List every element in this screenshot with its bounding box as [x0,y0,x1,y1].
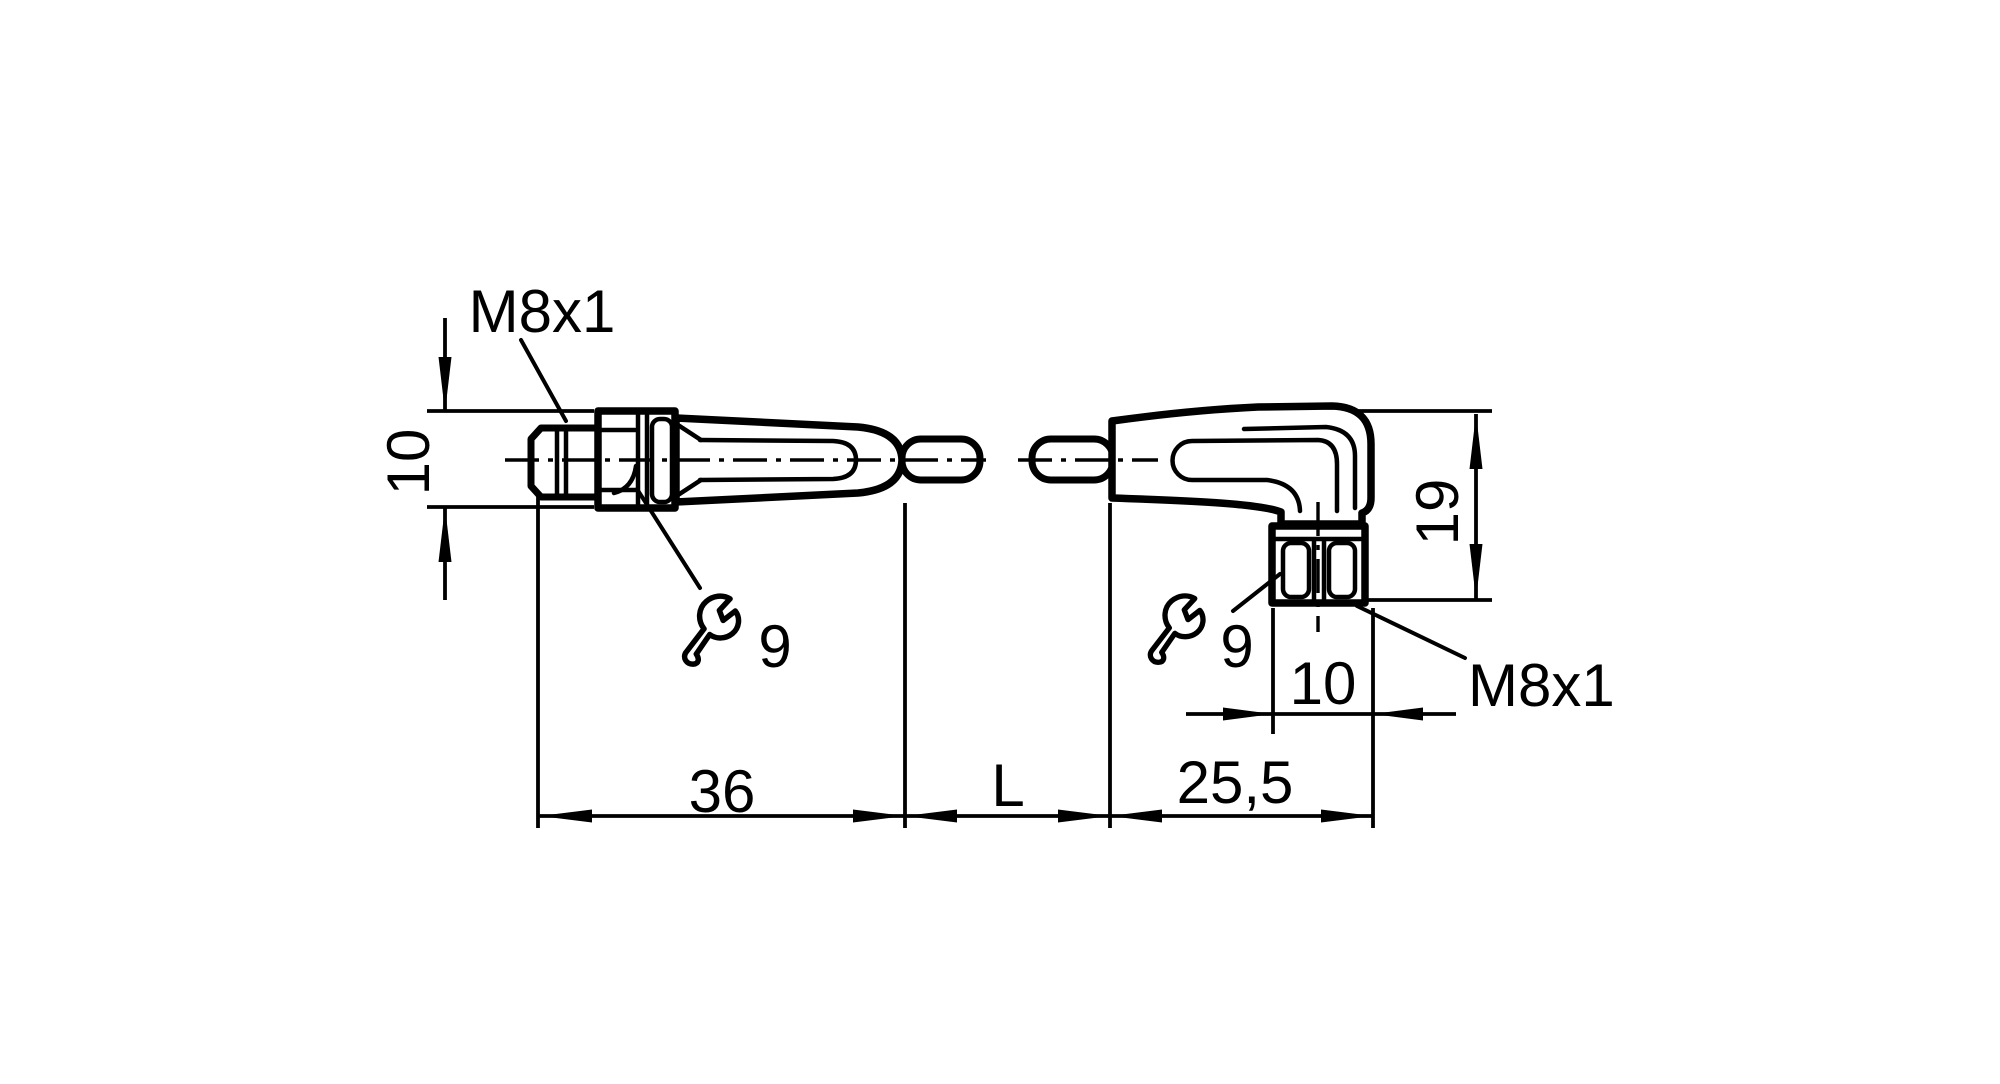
bottom-extension-lines [536,492,1375,828]
dim-right-length: 25,5 [1110,749,1373,823]
right-thread-leader [1355,604,1467,660]
callout-right-wrench: 9 [1220,572,1282,680]
right-nut-panel-right [1326,540,1358,600]
right-wrench-leader [1231,572,1282,613]
arrow-right-icon [1223,707,1273,721]
dim-right-height: 19 [1356,409,1492,602]
wrench-icon [1147,593,1206,665]
left-length-label: 36 [689,758,756,825]
left-wrench-leader [635,487,702,590]
right-nut-facets [1311,538,1327,604]
arrow-left-icon [1110,809,1162,823]
left-thread-relief-lines [554,425,569,500]
right-thread-label: M8x1 [1468,652,1615,719]
arrow-up-icon [438,507,452,562]
arrow-right-icon [853,809,905,823]
dim-cable-length: L [905,752,1110,823]
dimensions: 10 M8x1 9 9 M8x1 19 [375,278,1615,828]
left-thread-leader [519,338,568,423]
right-nut-width-label: 10 [1290,650,1357,717]
left-thread-label: M8x1 [469,278,616,345]
arrow-left-icon [905,809,957,823]
left-connector [527,407,984,512]
dim-left-diameter: 10 [375,318,594,600]
callout-left-wrench: 9 [635,487,792,680]
right-wrench-size-label: 9 [1220,613,1253,680]
arrow-down-icon [1469,544,1483,599]
wrench-icon [681,593,742,667]
right-length-label: 25,5 [1177,749,1294,816]
arrow-left-icon [1373,707,1423,721]
dim-right-nut-width: 10 [1186,608,1456,734]
right-body [1108,402,1375,528]
right-body-inner-contour [1241,424,1358,511]
right-body-grip-slot [1170,437,1340,514]
centerlines [505,458,1320,632]
left-grip-taper-lines [675,422,704,498]
cable-length-label: L [991,752,1024,819]
left-diameter-label: 10 [375,429,442,496]
dim-left-length: 36 [540,758,905,825]
right-nut-panel-left [1280,540,1312,600]
arrow-up-icon [1469,414,1483,469]
callout-right-thread: M8x1 [1355,604,1615,719]
left-nut-arc [611,463,639,496]
dim-left-diameter-extlines [427,409,594,509]
arrow-right-icon [1058,809,1110,823]
arrow-left-icon [540,809,592,823]
right-connector [1028,402,1375,607]
right-height-label: 19 [1404,479,1471,546]
arrow-right-icon [1321,809,1373,823]
left-wrench-size-label: 9 [758,613,791,680]
arrow-down-icon [438,357,452,412]
callout-left-thread: M8x1 [469,278,616,423]
